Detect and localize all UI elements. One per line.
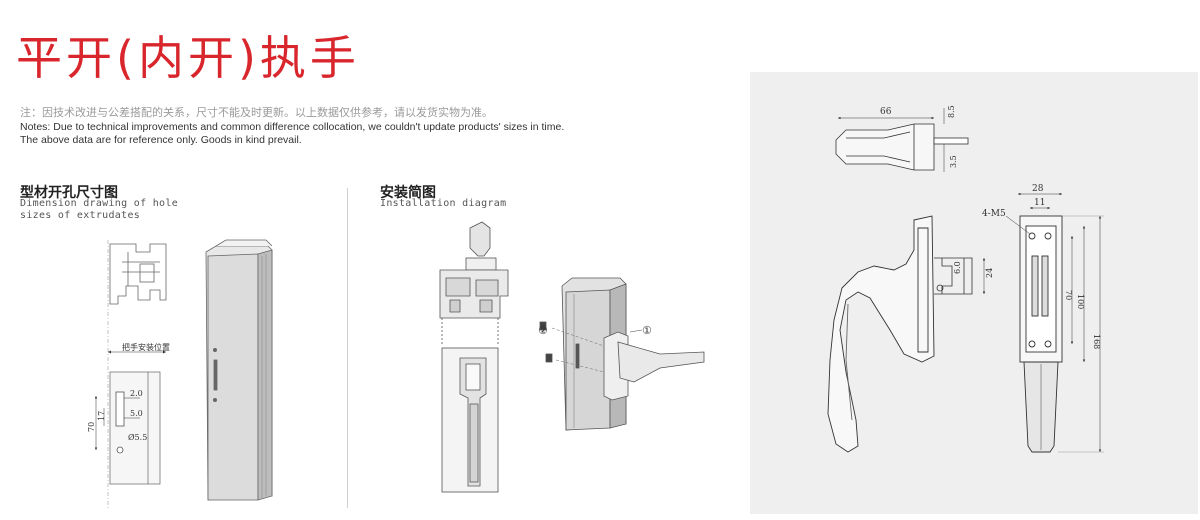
note-english: Notes: Due to technical improvements and… (20, 121, 564, 147)
dim-3-5: 3.5 (949, 155, 958, 168)
callout-2: ② (538, 324, 548, 337)
section1-subtitle-line1: Dimension drawing of hole (20, 198, 179, 209)
note-english-line1: Notes: Due to technical improvements and… (20, 121, 565, 133)
section1-subtitle-line2: sizes of extrudates (20, 210, 141, 221)
section2-subtitle: Installation diagram (380, 198, 507, 209)
extrusion-3d-profile (205, 239, 273, 501)
dim-6-0: 6.0 (953, 261, 962, 274)
note-english-line2: The above data are for reference only. G… (20, 134, 302, 146)
dim-70: 70 (1064, 290, 1073, 300)
dim-100: 100 (1076, 294, 1085, 309)
technical-drawing-panel (750, 72, 1198, 514)
handle-install-position-label: 把手安装位置 (122, 342, 170, 352)
installation-front-view (441, 347, 499, 493)
spindle-detail (934, 257, 973, 295)
dim-17: 17 (97, 411, 106, 421)
handle-top-view (835, 123, 969, 171)
label-4-m5: 4-M5 (982, 209, 1006, 219)
extrusion-profile-section (109, 243, 167, 305)
dim-8-5: 8.5 (947, 105, 956, 118)
page-title: 平开(内开)执手 (16, 31, 360, 85)
section2-title: 安装简图 (380, 185, 436, 201)
dim-11: 11 (1034, 198, 1045, 208)
dim-66: 66 (880, 107, 892, 117)
handle-side-view (827, 215, 935, 453)
callout-1: ① (642, 324, 652, 337)
installation-cross-section (439, 221, 509, 346)
section1-subtitle: Dimension drawing of hole sizes of extru… (20, 198, 178, 222)
note-chinese: 注：因技术改进与公差搭配的关系，尺寸不能及时更新。以上数据仅供参考，请以发货实物… (20, 106, 493, 119)
handle-front-view (1019, 215, 1063, 453)
installation-exploded-assembly (539, 277, 705, 431)
extrusion-front-view (109, 371, 161, 485)
section-divider (347, 188, 348, 508)
dim-168: 168 (1092, 334, 1101, 349)
dim-2-0: 2.0 (130, 389, 143, 398)
dim-5-0: 5.0 (130, 409, 143, 418)
dim-dia-5-5: Ø5.5 (128, 433, 147, 442)
dim-24: 24 (985, 268, 994, 278)
dim-70-small: 70 (87, 422, 96, 432)
dim-28: 28 (1032, 184, 1044, 194)
section1-title: 型材开孔尺寸图 (20, 185, 118, 201)
